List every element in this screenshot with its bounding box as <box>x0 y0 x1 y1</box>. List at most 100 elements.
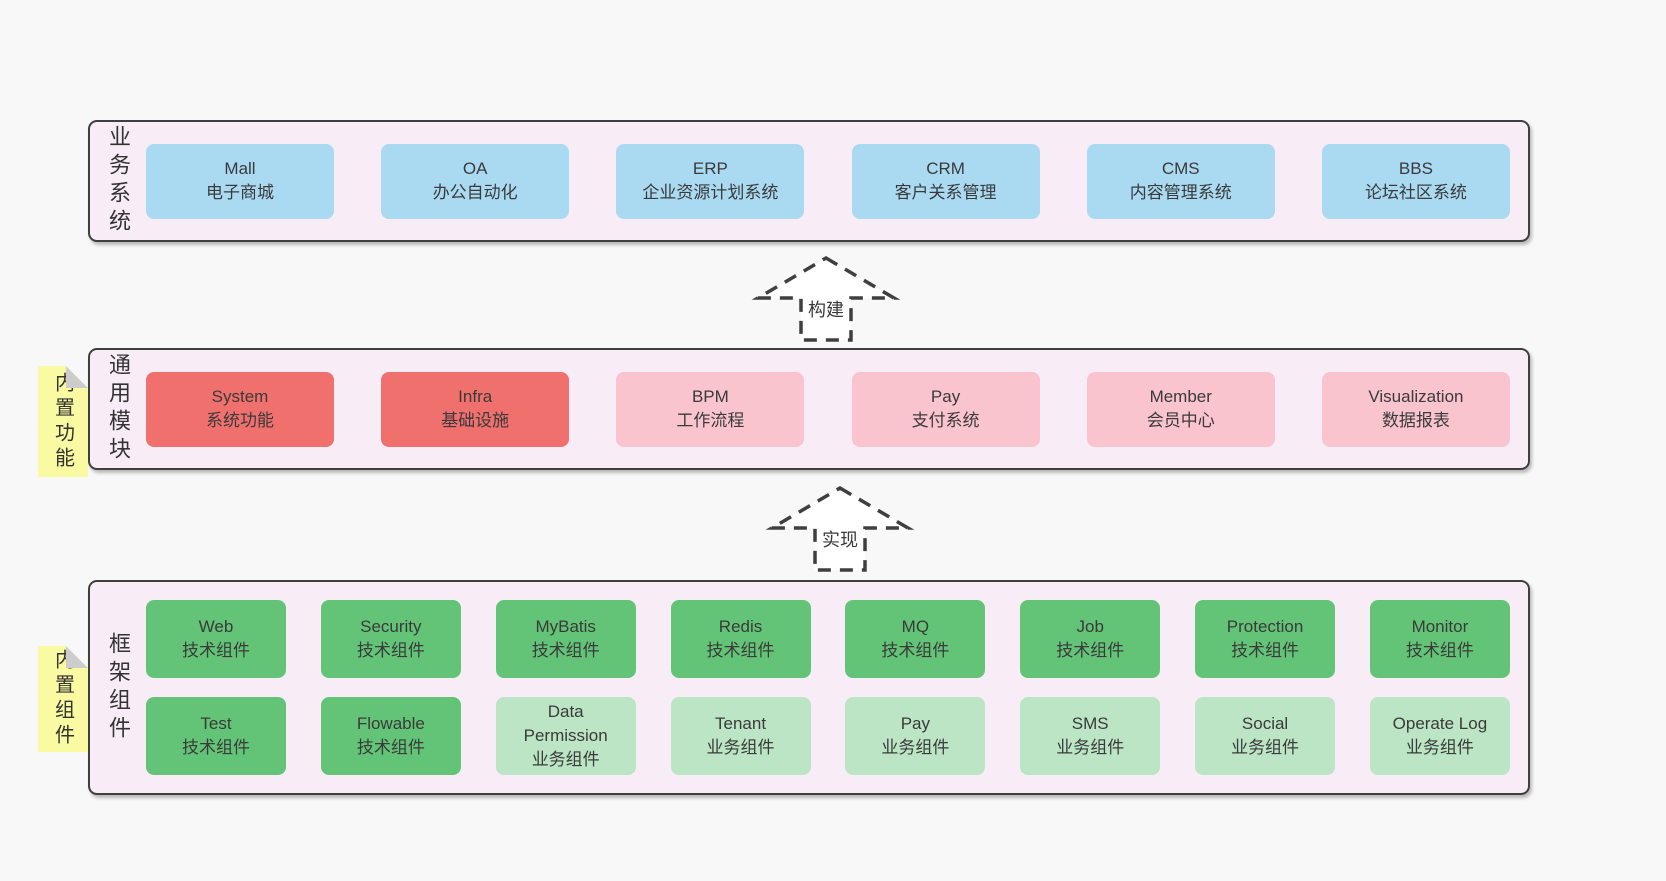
panel-framework-components: 框架组件 Web 技术组件 Security 技术组件 MyBatis 技术组件… <box>88 580 1530 795</box>
box-title: Tenant <box>715 713 767 733</box>
sticky-label: 内置功能 <box>51 371 74 472</box>
box-title: Web <box>198 616 234 636</box>
box-title: CMS <box>1161 158 1200 178</box>
box-title: System <box>211 386 269 406</box>
box-tenant: Tenant 业务组件 <box>670 697 811 775</box>
box-subtitle: 技术组件 <box>881 641 950 660</box>
box-title: Job <box>1076 616 1104 636</box>
box-subtitle: 业务组件 <box>1056 738 1125 757</box>
box-erp: ERP 企业资源计划系统 <box>616 143 805 219</box>
box-subtitle: 技术组件 <box>1405 641 1474 660</box>
box-system: System 系统功能 <box>146 371 334 447</box>
box-subtitle: 技术组件 <box>706 641 775 660</box>
box-sms: SMS 业务组件 <box>1020 697 1161 775</box>
box-title: OA <box>462 158 488 178</box>
box-cms: CMS 内容管理系统 <box>1086 143 1275 219</box>
box-pay-component: Pay 业务组件 <box>845 697 986 775</box>
panel-common-modules: 通用模块 System 系统功能 Infra 基础设施 BPM 工作流程 Pay… <box>88 348 1530 470</box>
box-flowable: Flowable 技术组件 <box>320 697 461 775</box>
box-subtitle: 技术组件 <box>1231 641 1300 660</box>
box-oa: OA 办公自动化 <box>381 143 570 219</box>
box-operate-log: Operate Log 业务组件 <box>1369 697 1510 775</box>
box-subtitle: 办公自动化 <box>432 183 518 202</box>
box-mall: Mall 电子商城 <box>146 143 334 219</box>
box-title: Visualization <box>1368 386 1464 406</box>
box-member: Member 会员中心 <box>1086 371 1275 447</box>
box-title: BBS <box>1398 158 1433 178</box>
box-subtitle: 技术组件 <box>1056 641 1125 660</box>
folded-corner-icon <box>66 366 88 388</box>
folded-corner-icon <box>66 646 88 668</box>
box-title: Test <box>200 713 232 733</box>
box-subtitle: 企业资源计划系统 <box>642 183 779 202</box>
box-subtitle: 系统功能 <box>206 411 274 430</box>
box-subtitle: 技术组件 <box>531 641 600 660</box>
box-subtitle: 业务组件 <box>706 738 775 757</box>
box-title: Security <box>360 616 422 636</box>
box-title: ERP <box>692 158 728 178</box>
box-subtitle: 业务组件 <box>1231 738 1300 757</box>
sticky-built-in-features: 内置功能 <box>38 366 88 477</box>
box-subtitle: 论坛社区系统 <box>1364 183 1467 202</box>
box-title: Operate Log <box>1392 713 1488 733</box>
box-title: Infra <box>458 386 493 406</box>
box-pay-module: Pay 支付系统 <box>851 371 1040 447</box>
box-subtitle: 工作流程 <box>676 411 745 430</box>
box-title: Protection <box>1226 616 1304 636</box>
box-subtitle: 技术组件 <box>182 738 250 757</box>
business-items-row: Mall 电子商城 OA 办公自动化 ERP 企业资源计划系统 CRM 客户关系… <box>146 122 1528 240</box>
box-social: Social 业务组件 <box>1195 697 1336 775</box>
box-protection: Protection 技术组件 <box>1195 600 1336 678</box>
box-subtitle: 客户关系管理 <box>894 183 997 202</box>
box-infra: Infra 基础设施 <box>381 371 570 447</box>
panel-business-systems: 业务系统 Mall 电子商城 OA 办公自动化 ERP 企业资源计划系统 CRM… <box>88 120 1530 242</box>
box-title: BPM <box>691 386 729 406</box>
box-mybatis: MyBatis 技术组件 <box>495 600 636 678</box>
box-subtitle: 技术组件 <box>356 641 425 660</box>
box-crm: CRM 客户关系管理 <box>851 143 1040 219</box>
panel-modules-label: 通用模块 <box>106 353 131 465</box>
panel-business-label: 业务系统 <box>106 125 131 237</box>
box-bbs: BBS 论坛社区系统 <box>1321 143 1510 219</box>
box-subtitle: 技术组件 <box>182 641 250 660</box>
box-subtitle: 技术组件 <box>356 738 425 757</box>
sticky-label: 内置组件 <box>51 649 74 749</box>
box-title: Monitor <box>1411 616 1469 636</box>
components-row-2: Test 技术组件 Flowable 技术组件 Data Permission … <box>146 697 1510 775</box>
box-subtitle: 内容管理系统 <box>1129 183 1232 202</box>
panel-components-label: 框架组件 <box>106 631 131 744</box>
box-bpm: BPM 工作流程 <box>616 371 805 447</box>
components-row-1: Web 技术组件 Security 技术组件 MyBatis 技术组件 Redi… <box>146 600 1510 678</box>
components-grid: Web 技术组件 Security 技术组件 MyBatis 技术组件 Redi… <box>146 582 1528 793</box>
box-mq: MQ 技术组件 <box>845 600 986 678</box>
sticky-built-in-components: 内置组件 <box>38 646 88 752</box>
box-title: Social <box>1241 713 1289 733</box>
box-subtitle: 支付系统 <box>911 411 980 430</box>
box-web: Web 技术组件 <box>146 600 286 678</box>
box-security: Security 技术组件 <box>320 600 461 678</box>
box-title: MQ <box>901 616 930 636</box>
box-title: Pay <box>900 713 931 733</box>
box-title: Data Permission <box>523 701 608 745</box>
box-subtitle: 会员中心 <box>1146 411 1215 430</box>
box-title: Member <box>1149 386 1212 406</box>
box-subtitle: 业务组件 <box>531 750 600 770</box>
box-title: CRM <box>926 158 965 178</box>
box-monitor: Monitor 技术组件 <box>1369 600 1510 678</box>
box-title: SMS <box>1071 713 1109 733</box>
arrow-build-label: 构建 <box>806 296 846 322</box>
box-subtitle: 业务组件 <box>881 738 950 757</box>
box-redis: Redis 技术组件 <box>670 600 811 678</box>
arrow-implement-label: 实现 <box>820 526 860 552</box>
box-title: Flowable <box>356 713 425 733</box>
modules-items-row: System 系统功能 Infra 基础设施 BPM 工作流程 Pay 支付系统… <box>146 350 1528 468</box>
box-visualization: Visualization 数据报表 <box>1321 371 1510 447</box>
box-data-permission: Data Permission 业务组件 <box>495 697 636 775</box>
box-subtitle: 基础设施 <box>441 411 510 430</box>
box-title: MyBatis <box>535 616 596 636</box>
arrow-build-up: 构建 <box>751 255 901 342</box>
box-subtitle: 电子商城 <box>206 183 274 202</box>
box-subtitle: 数据报表 <box>1381 411 1450 430</box>
box-job: Job 技术组件 <box>1020 600 1161 678</box>
